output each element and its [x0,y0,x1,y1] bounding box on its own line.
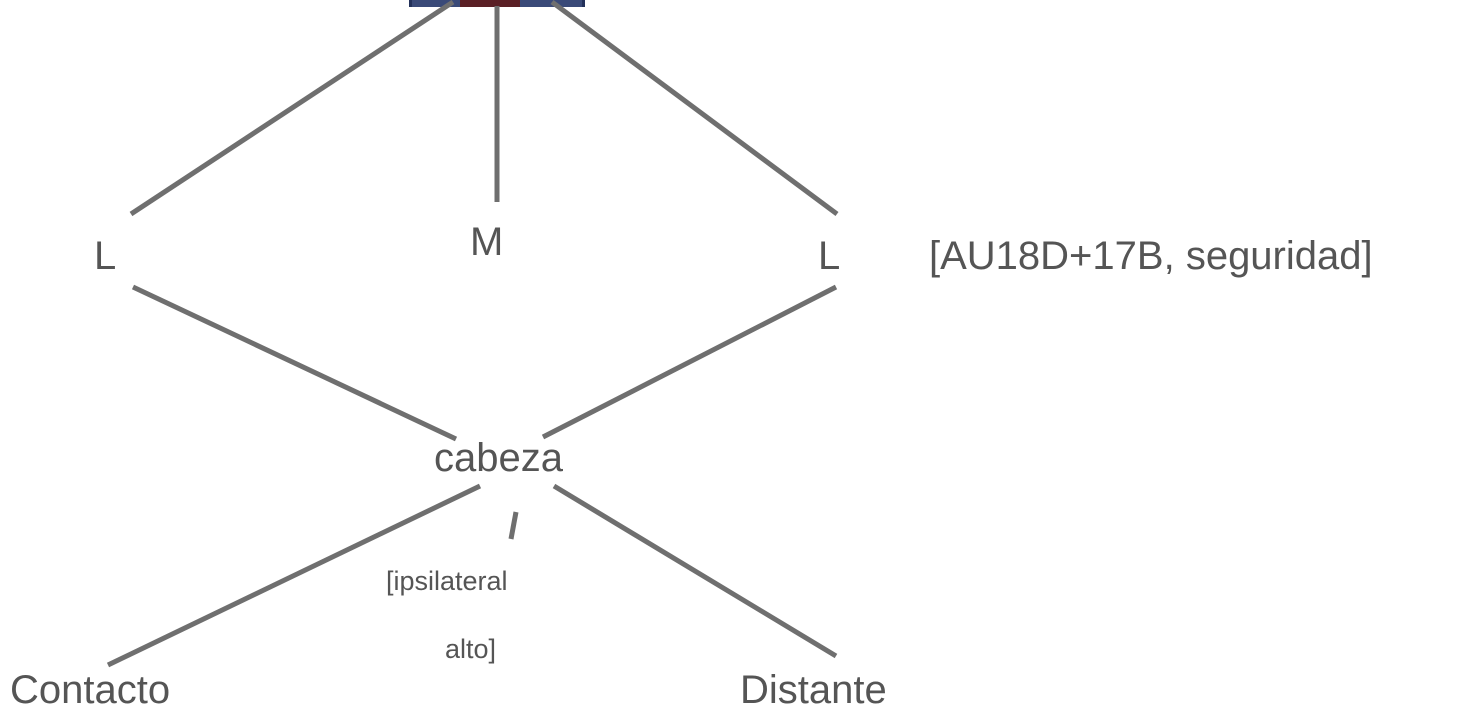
node-m: M [470,220,504,264]
edge-left-l-to-cabeza [131,284,458,442]
node-distante: Distante [740,668,887,712]
edge-cabeza-to-contacto [106,483,482,668]
node-right-l: L [818,234,841,278]
edge-top-to-right-l [550,0,839,217]
node-left-l: L [94,234,117,278]
edge-top-to-left-l [129,0,455,217]
edge-right-l-to-cabeza [541,284,838,440]
node-contacto: Contacto [10,668,171,712]
edge-cabeza-to-note [508,511,519,540]
note-line-1: [ipsilateral [386,566,508,596]
node-cabeza: cabeza [434,436,563,480]
top-image [409,0,585,7]
note-line-2: alto] [445,634,497,664]
top-image-detail [460,0,520,7]
edge-cabeza-to-distante [552,483,838,659]
annotation-label: [AU18D+17B, seguridad] [929,234,1373,278]
